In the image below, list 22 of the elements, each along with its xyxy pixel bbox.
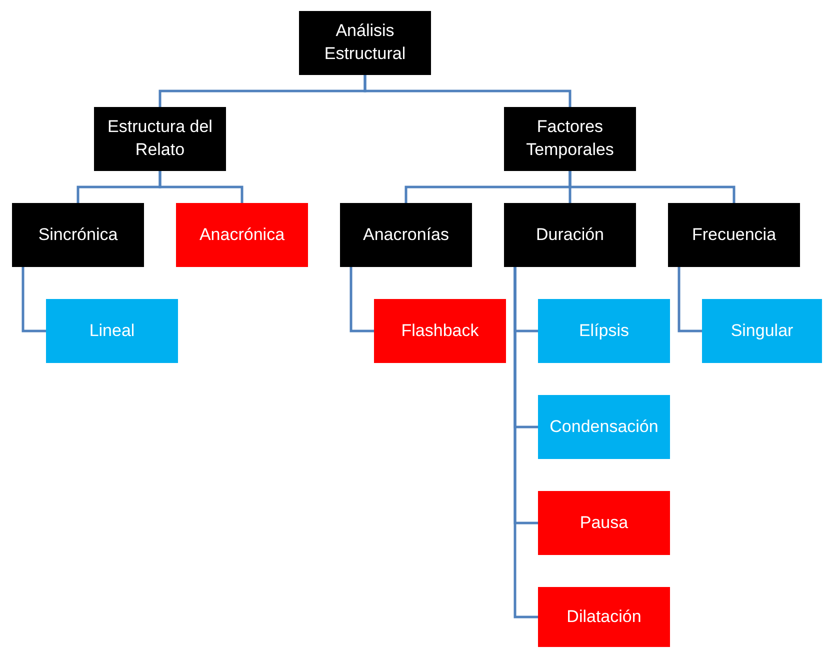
category-box: Anacronías — [340, 203, 472, 267]
connector-line — [678, 267, 702, 332]
connector-line — [514, 267, 538, 618]
category-box: Singular — [702, 299, 822, 363]
category-box: Dilatación — [538, 587, 670, 647]
category-box: Anacrónica — [176, 203, 308, 267]
category-box: Pausa — [538, 491, 670, 555]
category-box: Frecuencia — [668, 203, 800, 267]
category-box: Duración — [504, 203, 636, 267]
category-box: Condensación — [538, 395, 670, 459]
connector-line — [568, 171, 736, 203]
connector-line — [350, 267, 374, 332]
category-box: Flashback — [374, 299, 506, 363]
category-box: Factores Temporales — [504, 107, 636, 171]
category-box: Sincrónica — [12, 203, 144, 267]
category-box: Análisis Estructural — [299, 11, 431, 75]
category-box: Estructura del Relato — [94, 107, 226, 171]
connector-line — [22, 267, 46, 332]
connector-line — [158, 171, 244, 203]
category-box: Lineal — [46, 299, 178, 363]
category-box: Elípsis — [538, 299, 670, 363]
connector-line — [364, 75, 572, 107]
